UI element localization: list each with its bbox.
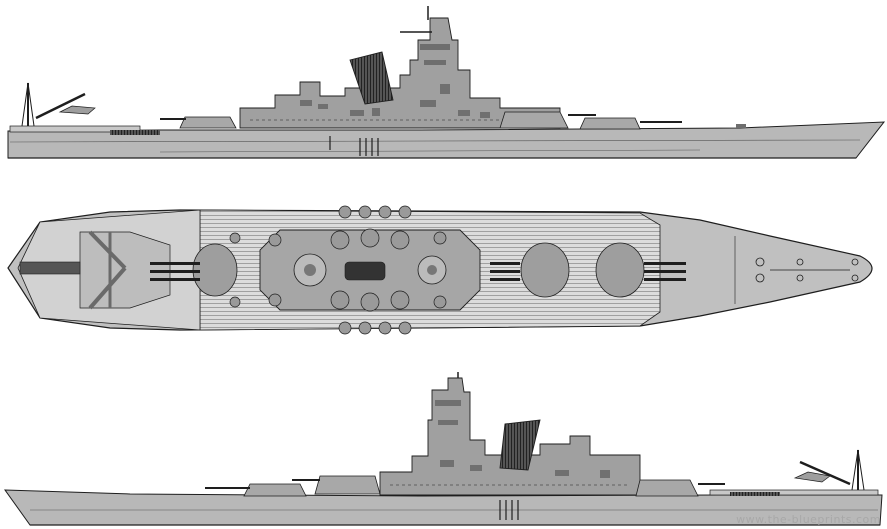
superstructure-side-1 xyxy=(239,17,561,129)
fwd-turret-a-top xyxy=(595,242,645,298)
top-view xyxy=(7,205,873,335)
fwd-turret-a-left xyxy=(243,483,307,497)
aft-main-turret xyxy=(179,116,237,129)
fwd-turret-a xyxy=(579,117,641,130)
funnel-side-2 xyxy=(499,419,541,471)
funnel-side-1 xyxy=(349,51,394,105)
fwd-turret-b-left xyxy=(314,475,381,495)
side-view-left xyxy=(4,372,883,526)
aft-turret-left xyxy=(635,479,699,497)
fwd-turret-b-top xyxy=(520,242,570,298)
watermark: www.the-blueprints.com xyxy=(736,513,881,526)
fwd-turret-b xyxy=(499,111,569,129)
side-view-right xyxy=(7,6,886,159)
